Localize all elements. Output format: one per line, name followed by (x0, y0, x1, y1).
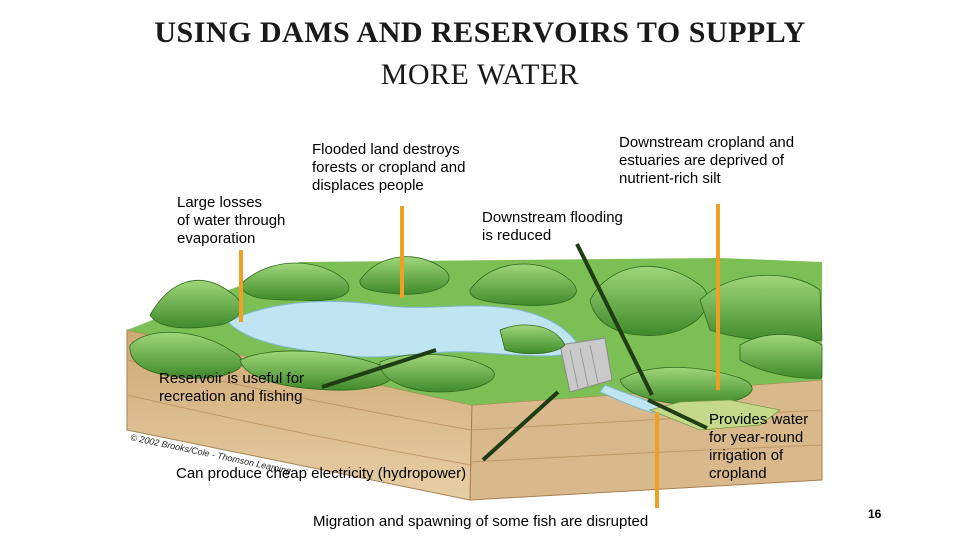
cropland-fields (648, 399, 781, 431)
pointer-irrigation (647, 398, 708, 430)
label-recreation: Reservoir is useful for recreation and f… (159, 370, 305, 405)
label-downstream-cropland: Downstream cropland and estuaries are de… (619, 134, 795, 187)
negative-pointer-lines (239, 204, 720, 508)
label-irrigation: Provides water for year-round irrigation… (709, 411, 809, 482)
pointer-flooding-reduced (575, 243, 654, 396)
slide-title-line-2: MORE WATER (380, 58, 580, 91)
pointer-hydropower (481, 390, 560, 462)
slide-title-line-1: USING DAMS AND RESERVOIRS TO SUPPLY (154, 16, 806, 49)
hills (129, 256, 823, 406)
dam-structure (559, 337, 613, 393)
label-flooded-land: Flooded land destroys forests or croplan… (312, 141, 466, 194)
label-flooding-reduced: Downstream flooding is reduced (482, 209, 623, 244)
label-hydropower: Can produce cheap electricity (hydropowe… (176, 465, 467, 482)
dam-ridges (569, 344, 599, 389)
label-fish: Migration and spawning of some fish are … (313, 513, 649, 530)
positive-pointer-lines (321, 243, 708, 462)
label-evaporation: Large losses of water through evaporatio… (177, 194, 286, 247)
page-number: 16 (868, 507, 882, 521)
pointer-recreation (321, 348, 437, 389)
